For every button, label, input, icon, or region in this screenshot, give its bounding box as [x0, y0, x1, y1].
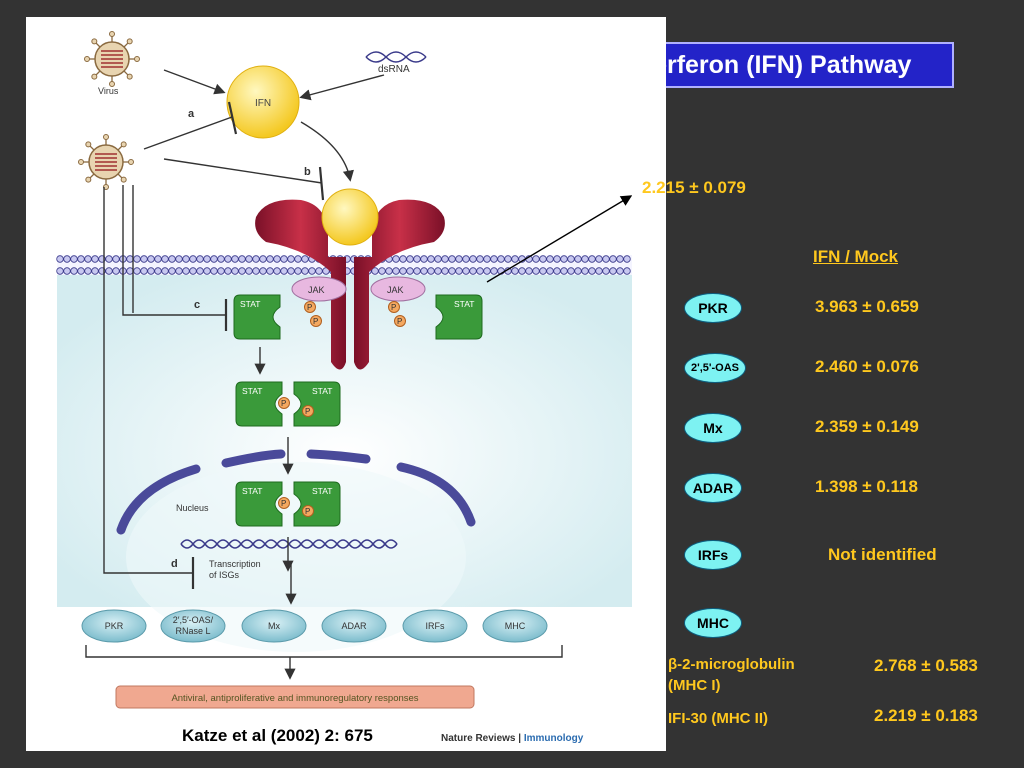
citation: Katze et al (2002) 2: 675	[182, 726, 373, 745]
stat-protein: STAT	[233, 294, 281, 340]
svg-text:P: P	[307, 303, 312, 312]
gene-pill-adar: ADAR	[684, 473, 742, 503]
svg-text:P: P	[281, 499, 286, 508]
bound-ifn	[321, 188, 379, 246]
inhibit-c-line	[122, 185, 226, 316]
phosphate: P	[310, 315, 322, 327]
ifn-to-receptor-arrow	[300, 121, 354, 182]
gene-pill-irfs: IRFs	[684, 540, 742, 570]
receptor-fold-change: 2.215 ± 0.079	[642, 178, 746, 197]
mhc-row-b2m-label-1: β-2-microglobulin	[668, 656, 795, 673]
svg-text:STAT: STAT	[312, 386, 332, 396]
svg-text:IRFs: IRFs	[426, 621, 445, 631]
table-header: IFN / Mock	[813, 247, 899, 266]
virus-label: Virus	[98, 86, 119, 96]
svg-text:JAK: JAK	[387, 285, 404, 295]
ifn-ligand	[226, 65, 300, 139]
pathway-diagram: Virus dsRNA IFN a b c d JAK	[56, 31, 632, 709]
svg-text:STAT: STAT	[454, 299, 474, 309]
svg-text:MHC: MHC	[505, 621, 526, 631]
virus-icon	[84, 31, 140, 87]
nuclear-envelope	[116, 449, 476, 535]
jak-kinase-right: JAK	[370, 276, 426, 302]
isg-1: 2′,5′-OAS/RNase L	[160, 609, 226, 643]
jak-kinase-left: JAK	[291, 276, 347, 302]
inhibit-b-line	[163, 158, 323, 184]
isg-4: IRFs	[402, 609, 468, 643]
ifn-label: IFN	[255, 98, 271, 109]
svg-text:STAT: STAT	[312, 486, 332, 496]
gene-value-irfs: Not identified	[828, 545, 937, 564]
stat-protein: STAT	[293, 481, 341, 527]
svg-text:P: P	[305, 507, 310, 516]
gene-pill-mhc: MHC	[684, 608, 742, 638]
svg-text:RNase L: RNase L	[175, 626, 210, 636]
stat-protein: STAT	[235, 481, 283, 527]
stat-protein: STAT	[235, 381, 283, 427]
journal-name: Nature Reviews	[441, 733, 516, 744]
phosphate: P	[388, 301, 400, 313]
gene-pill-mx: Mx	[684, 413, 742, 443]
virus-to-ifn-arrow	[163, 69, 226, 95]
svg-text:ADAR: ADAR	[341, 621, 367, 631]
journal-separator: |	[518, 733, 522, 744]
svg-text:STAT: STAT	[240, 299, 260, 309]
svg-text:P: P	[313, 317, 318, 326]
mhc-row-b2m-value: 2.768 ± 0.583	[874, 656, 978, 675]
svg-text:P: P	[281, 399, 286, 408]
gene-pill-oas: 2',5'-OAS	[684, 353, 746, 383]
ifn-receptor	[255, 188, 445, 370]
isg-2: Mx	[241, 609, 307, 643]
inhibit-d-line	[103, 187, 193, 574]
dsrna-label: dsRNA	[378, 64, 410, 75]
nucleus-label: Nucleus	[176, 503, 209, 513]
responses-label: Antiviral, antiproliferative and immunor…	[171, 693, 418, 704]
label-b: b	[304, 166, 311, 178]
responses-box	[115, 685, 475, 709]
dna-helix	[180, 539, 398, 549]
mhc-row-ifi30-value: 2.219 ± 0.183	[874, 706, 978, 725]
journal-credit: Nature Reviews | Immunology	[441, 733, 583, 744]
svg-text:2′,5′-OAS/: 2′,5′-OAS/	[173, 615, 214, 625]
phosphate: P	[304, 301, 316, 313]
svg-text:STAT: STAT	[242, 386, 262, 396]
svg-text:Mx: Mx	[268, 621, 280, 631]
gene-value-pkr: 3.963 ± 0.659	[815, 297, 919, 316]
mhc-row-ifi30-label: IFI-30 (MHC II)	[668, 710, 768, 727]
phosphate: P	[302, 405, 314, 417]
svg-text:PKR: PKR	[105, 621, 124, 631]
virus-icon	[78, 134, 134, 190]
phosphate: P	[394, 315, 406, 327]
phosphate: P	[278, 497, 290, 509]
phosphate: P	[278, 397, 290, 409]
transcription-label-1: Transcription	[209, 559, 261, 569]
svg-text:JAK: JAK	[308, 285, 325, 295]
journal-section: Immunology	[523, 733, 584, 744]
phosphate: P	[302, 505, 314, 517]
isg-5: MHC	[482, 609, 548, 643]
svg-text:STAT: STAT	[242, 486, 262, 496]
inhibit-a-line	[143, 116, 233, 150]
transcription-label-2: of ISGs	[209, 570, 240, 580]
svg-text:P: P	[391, 303, 396, 312]
gene-value-mx: 2.359 ± 0.149	[815, 417, 919, 436]
svg-text:P: P	[305, 407, 310, 416]
gene-value-oas: 2.460 ± 0.076	[815, 357, 919, 376]
ifn-pathway-figure: Virus dsRNA IFN a b c d JAK	[26, 17, 666, 751]
label-d: d	[171, 558, 178, 570]
label-c: c	[194, 299, 200, 311]
isg-0: PKR	[81, 609, 147, 643]
svg-text:P: P	[397, 317, 402, 326]
gene-value-adar: 1.398 ± 0.118	[815, 477, 918, 496]
gene-pill-pkr: PKR	[684, 293, 742, 323]
stat-protein: STAT	[435, 294, 483, 340]
dsrna-to-ifn-arrow	[299, 74, 385, 101]
stat-protein: STAT	[293, 381, 341, 427]
mhc-row-b2m-label-2: (MHC I)	[668, 677, 721, 694]
isg-3: ADAR	[321, 609, 387, 643]
label-a: a	[188, 108, 195, 120]
dsrna-icon	[365, 51, 427, 63]
